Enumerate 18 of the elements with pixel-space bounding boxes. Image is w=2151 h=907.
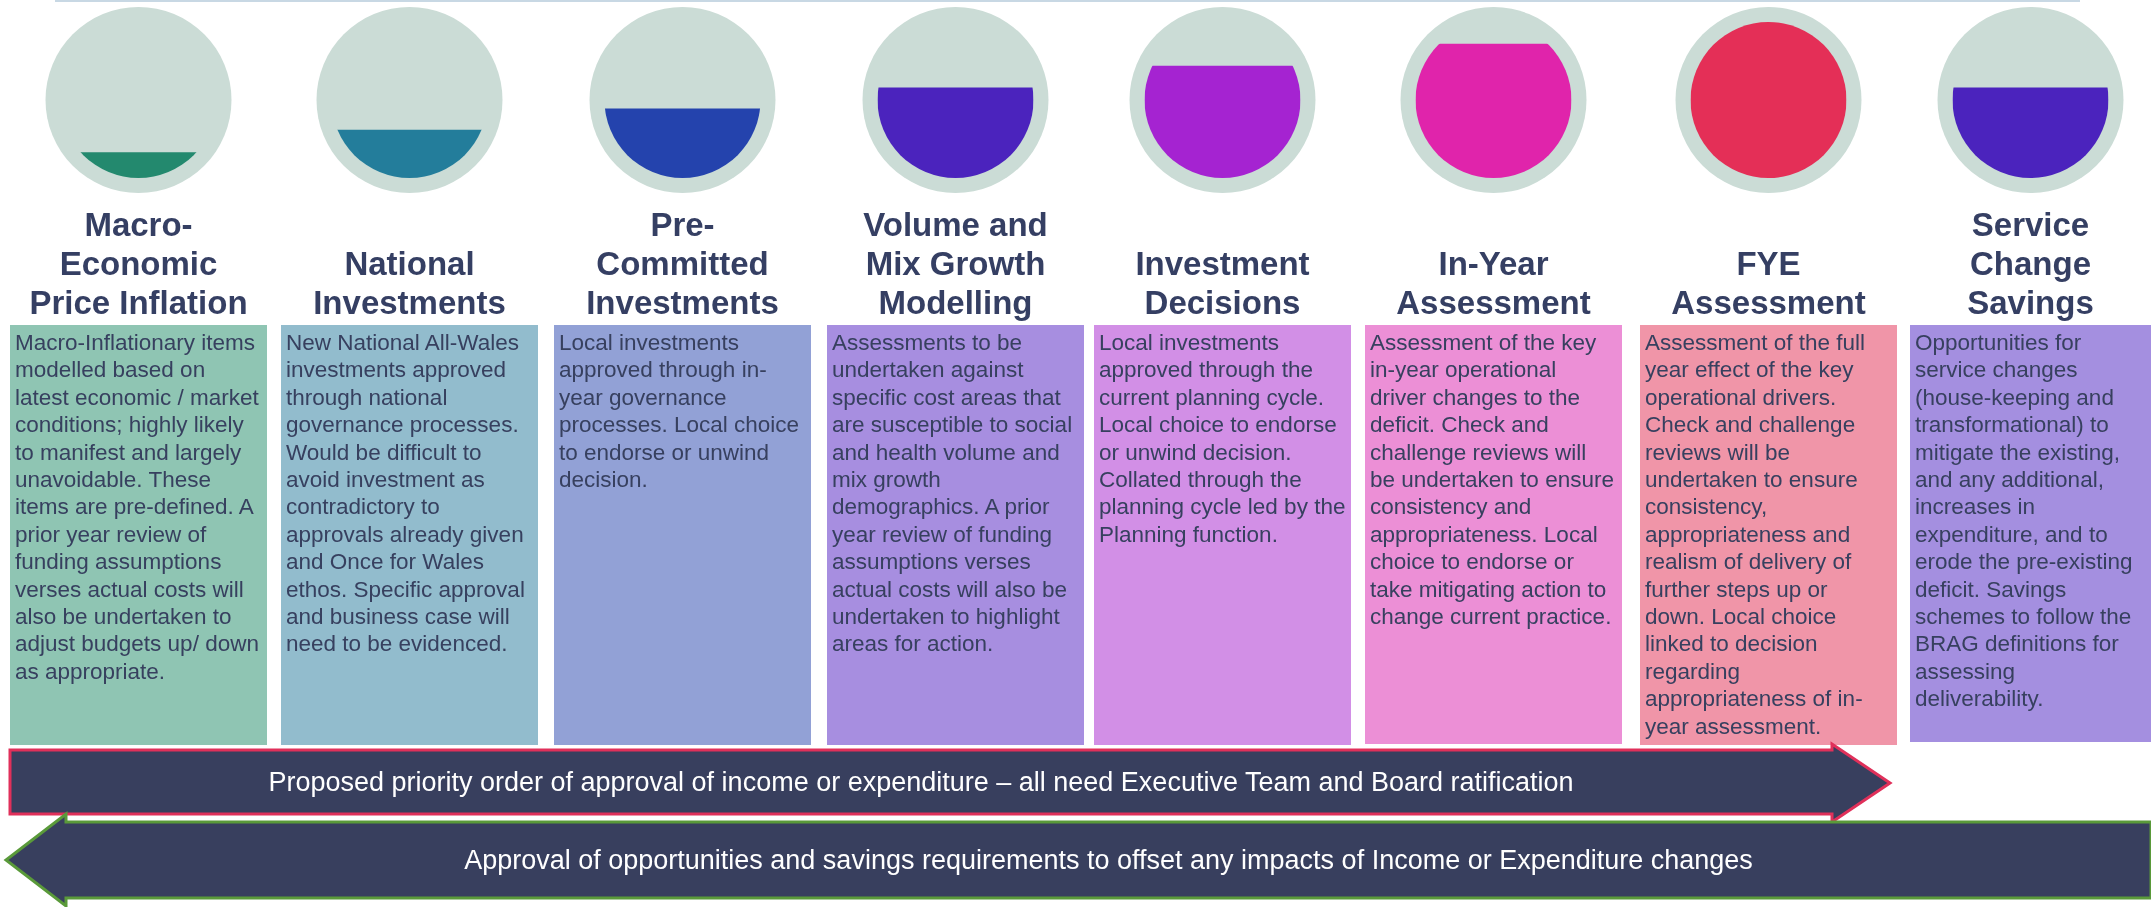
description-box: Assessment of the full year effect of the key operational drivers. Check and challenge reviews will be undertaken to ensure consistency, appropriateness and realism of delivery of further steps up or down. Local choice linked to decision regarding appropriateness of in-year assessment. [1640,325,1897,745]
description-box: Opportunities for service changes (house-keeping and transformational) to mitigate the existing, and any additional, increases in expenditure, and to erode the pre-existing deficit. Savings schemes to follow the BRAG definitions for assessing deliverability. [1910,325,2151,742]
column-heading: Investment Decisions [1134,244,1311,322]
description-box: Assessments to be undertaken against specific cost areas that are susceptible to social and health volume and mix growth demographics. A prior year review of funding assumptions verses actual costs will also be undertaken to highlight areas for action. [827,325,1084,745]
description-box: Local investments approved through in-year governance processes. Local choice to endorse or unwind decision. [554,325,811,745]
column-heading: Volume and Mix Growth Modelling [862,205,1049,322]
column-heading: FYE Assessment [1670,244,1867,322]
banner-text: Proposed priority order of approval of income or expenditure – all need Executive Team and Board ratification [268,766,1574,798]
column-heading: Service Change Savings [1966,205,2095,322]
column-heading: Macro-Economic Price Inflation [28,205,249,322]
description-box: Macro-Inflationary items modelled based on latest economic / market conditions; highly likely to manifest and largely unavoidable. These items are pre-defined. A prior year review of funding assumptions verses actual costs will also be undertaken to adjust budgets up/ down as appropriate. [10,325,267,745]
banner-text: Approval of opportunities and savings requirements to offset any impacts of Income or Expenditure changes [464,844,1753,876]
column-heading: National Investments [312,244,507,322]
description-box: New National All-Wales investments approved through national governance processes. Would be difficult to avoid investment as contradictory to approvals already given and Once for Wales ethos. Specific approval and business case will need to be evidenced. [281,325,538,745]
description-box: Local investments approved through the current planning cycle. Local choice to endorse or unwind decision. Collated through the planning cycle led by the Planning function. [1094,325,1351,745]
description-box: Assessment of the key in-year operational driver changes to the deficit. Check and challenge reviews will be undertaken to ensure consistency and appropriateness. Local choice to endorse or take mitigating action to change current practice. [1365,325,1622,744]
column-heading: Pre-Committed Investments [585,205,780,322]
column-heading: In-Year Assessment [1395,244,1592,322]
